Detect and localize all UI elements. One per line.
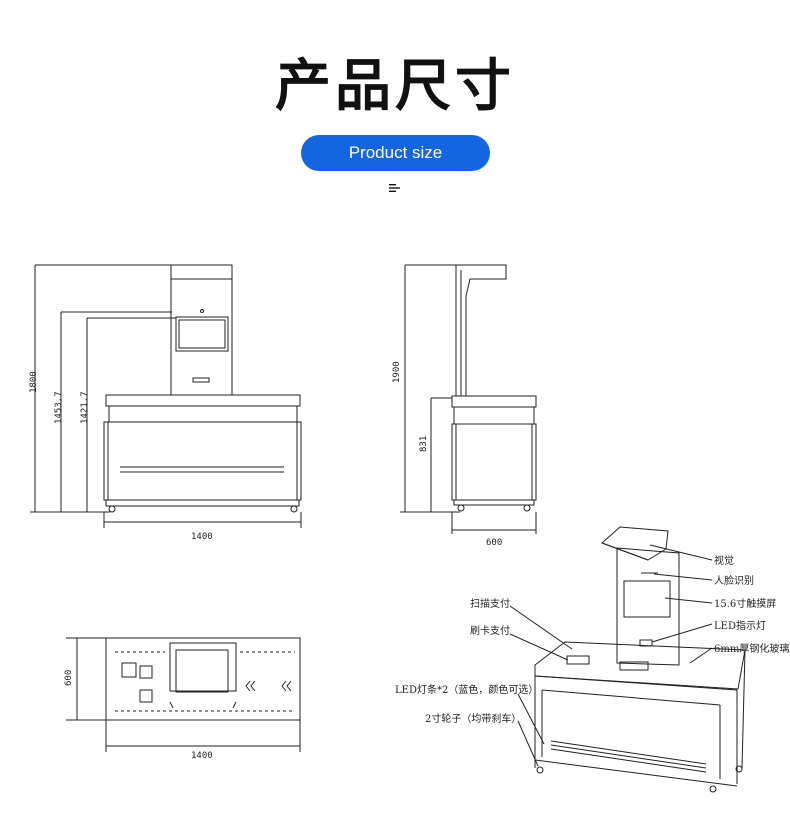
callout-casters: 2寸轮子（均带刹车）: [425, 712, 521, 725]
side-view-drawing: [400, 264, 537, 534]
page-title: 产品尺寸: [275, 54, 515, 119]
side-height-counter-label: 831: [419, 436, 429, 452]
callout-scan: 扫描支付: [470, 597, 510, 610]
product-size-badge: Product size: [301, 135, 490, 171]
front-height-b-label: 1421.7: [80, 391, 90, 424]
callout-led-strip: LED灯条*2（蓝色，颜色可选）: [395, 683, 538, 696]
front-width-label: 1400: [191, 532, 213, 542]
callout-touchscreen: 15.6寸触摸屏: [714, 597, 776, 610]
callout-face: 人脸识别: [714, 574, 754, 587]
front-view-drawing: [30, 264, 302, 528]
callout-card: 刷卡支付: [470, 624, 510, 637]
top-depth-label: 600: [64, 670, 74, 686]
front-height-total-label: 1800: [29, 371, 39, 393]
front-height-a-label: 1453.7: [54, 391, 64, 424]
top-width-label: 1400: [191, 751, 213, 761]
side-depth-label: 600: [486, 538, 502, 548]
perspective-drawing: [509, 526, 746, 793]
callout-glass: 6mm厚钢化玻璃: [714, 642, 789, 655]
callout-led-indicator: LED指示灯: [714, 619, 766, 632]
menu-lines-icon: [389, 184, 400, 192]
callout-vision: 视觉: [714, 554, 734, 567]
top-view-drawing: [66, 637, 301, 752]
side-height-total-label: 1900: [392, 361, 402, 383]
